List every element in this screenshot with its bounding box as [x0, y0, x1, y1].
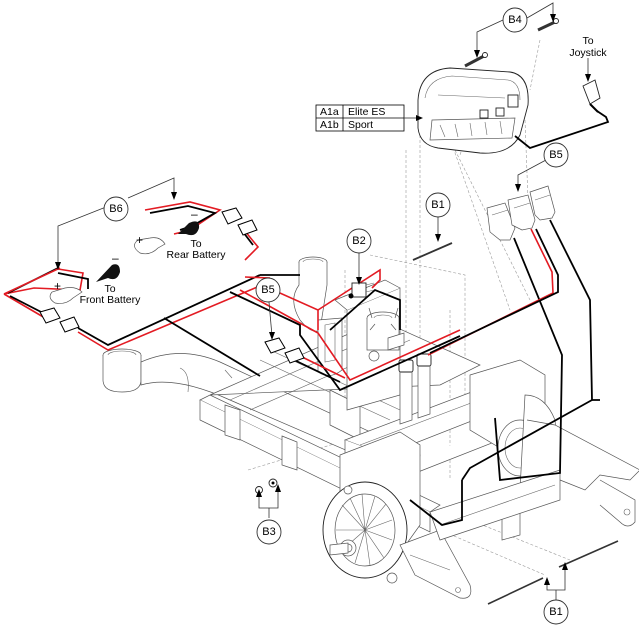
- table-code-a1b: A1b: [320, 119, 339, 131]
- frame-column: [334, 279, 405, 411]
- callout-b2[interactable]: B2: [346, 228, 372, 254]
- b4-screw-left-icon: [464, 54, 485, 68]
- b1-zip-ties: [412, 242, 619, 605]
- polarity-marks: + – + –: [54, 207, 198, 293]
- table-name-sport: Sport: [348, 119, 373, 131]
- rear-negative-terminal-icon: [178, 221, 200, 236]
- table-name-elite-es: Elite ES: [348, 106, 385, 118]
- left-motor: [322, 431, 421, 584]
- b1-zip-tie-top-icon: [412, 242, 453, 261]
- svg-text:Front Battery: Front Battery: [80, 294, 141, 306]
- callout-b5-right[interactable]: B5: [543, 142, 569, 168]
- callout-b1-top-label: B1: [431, 199, 444, 211]
- front-negative-terminal-icon: [96, 264, 120, 282]
- callout-b2-label: B2: [352, 235, 365, 247]
- svg-text:To: To: [582, 35, 593, 47]
- callout-b1-bottom-label: B1: [549, 606, 562, 618]
- rear-battery-label: To Rear Battery: [167, 238, 227, 261]
- callout-leaders: [55, 2, 591, 600]
- callout-b3-label: B3: [262, 526, 275, 538]
- svg-text:Joystick: Joystick: [569, 47, 607, 59]
- front-plus-sign: +: [54, 279, 61, 293]
- b1-zip-tie-left-icon: [487, 577, 544, 605]
- b1-zip-tie-right-icon: [558, 540, 619, 568]
- callout-b6-label: B6: [109, 203, 122, 215]
- svg-text:To: To: [104, 283, 115, 295]
- joystick-connector: [514, 79, 610, 150]
- b5-motor-connectors: [486, 185, 556, 241]
- battery-connectors: [39, 207, 375, 364]
- front-minus-sign: –: [112, 251, 119, 265]
- rear-minus-sign: –: [191, 207, 198, 221]
- callout-b3[interactable]: B3: [256, 519, 282, 545]
- wires-motor-right: [409, 219, 600, 526]
- rear-plus-sign: +: [136, 233, 143, 247]
- b2-circuit-breaker-icon: [351, 282, 367, 298]
- front-positive-terminal-icon: [49, 287, 83, 304]
- b4-screws: [464, 18, 559, 68]
- controller-module: [417, 67, 529, 154]
- rear-positive-terminal-icon: [134, 237, 166, 255]
- callout-b6[interactable]: B6: [103, 196, 129, 222]
- joystick-label: To Joystick: [569, 35, 607, 59]
- arrowhead-icon: [416, 115, 423, 121]
- callout-b5-left-label: B5: [261, 284, 274, 296]
- callout-b5-right-label: B5: [549, 149, 562, 161]
- svg-text:Rear Battery: Rear Battery: [167, 249, 227, 261]
- parts-table: A1a Elite ES A1b Sport: [315, 104, 423, 132]
- callout-b4[interactable]: B4: [502, 7, 528, 33]
- callout-b5-left[interactable]: B5: [255, 277, 281, 303]
- callout-b4-label: B4: [508, 14, 521, 26]
- b4-screw-right-icon: [537, 20, 556, 32]
- callout-b1-top[interactable]: B1: [425, 192, 451, 218]
- callout-b1-bottom[interactable]: B1: [543, 599, 569, 625]
- table-code-a1a: A1a: [320, 106, 339, 118]
- front-arm: [399, 469, 561, 599]
- battery-terminals: [49, 221, 200, 304]
- front-battery-label: To Front Battery: [80, 283, 141, 306]
- svg-text:To: To: [190, 238, 201, 250]
